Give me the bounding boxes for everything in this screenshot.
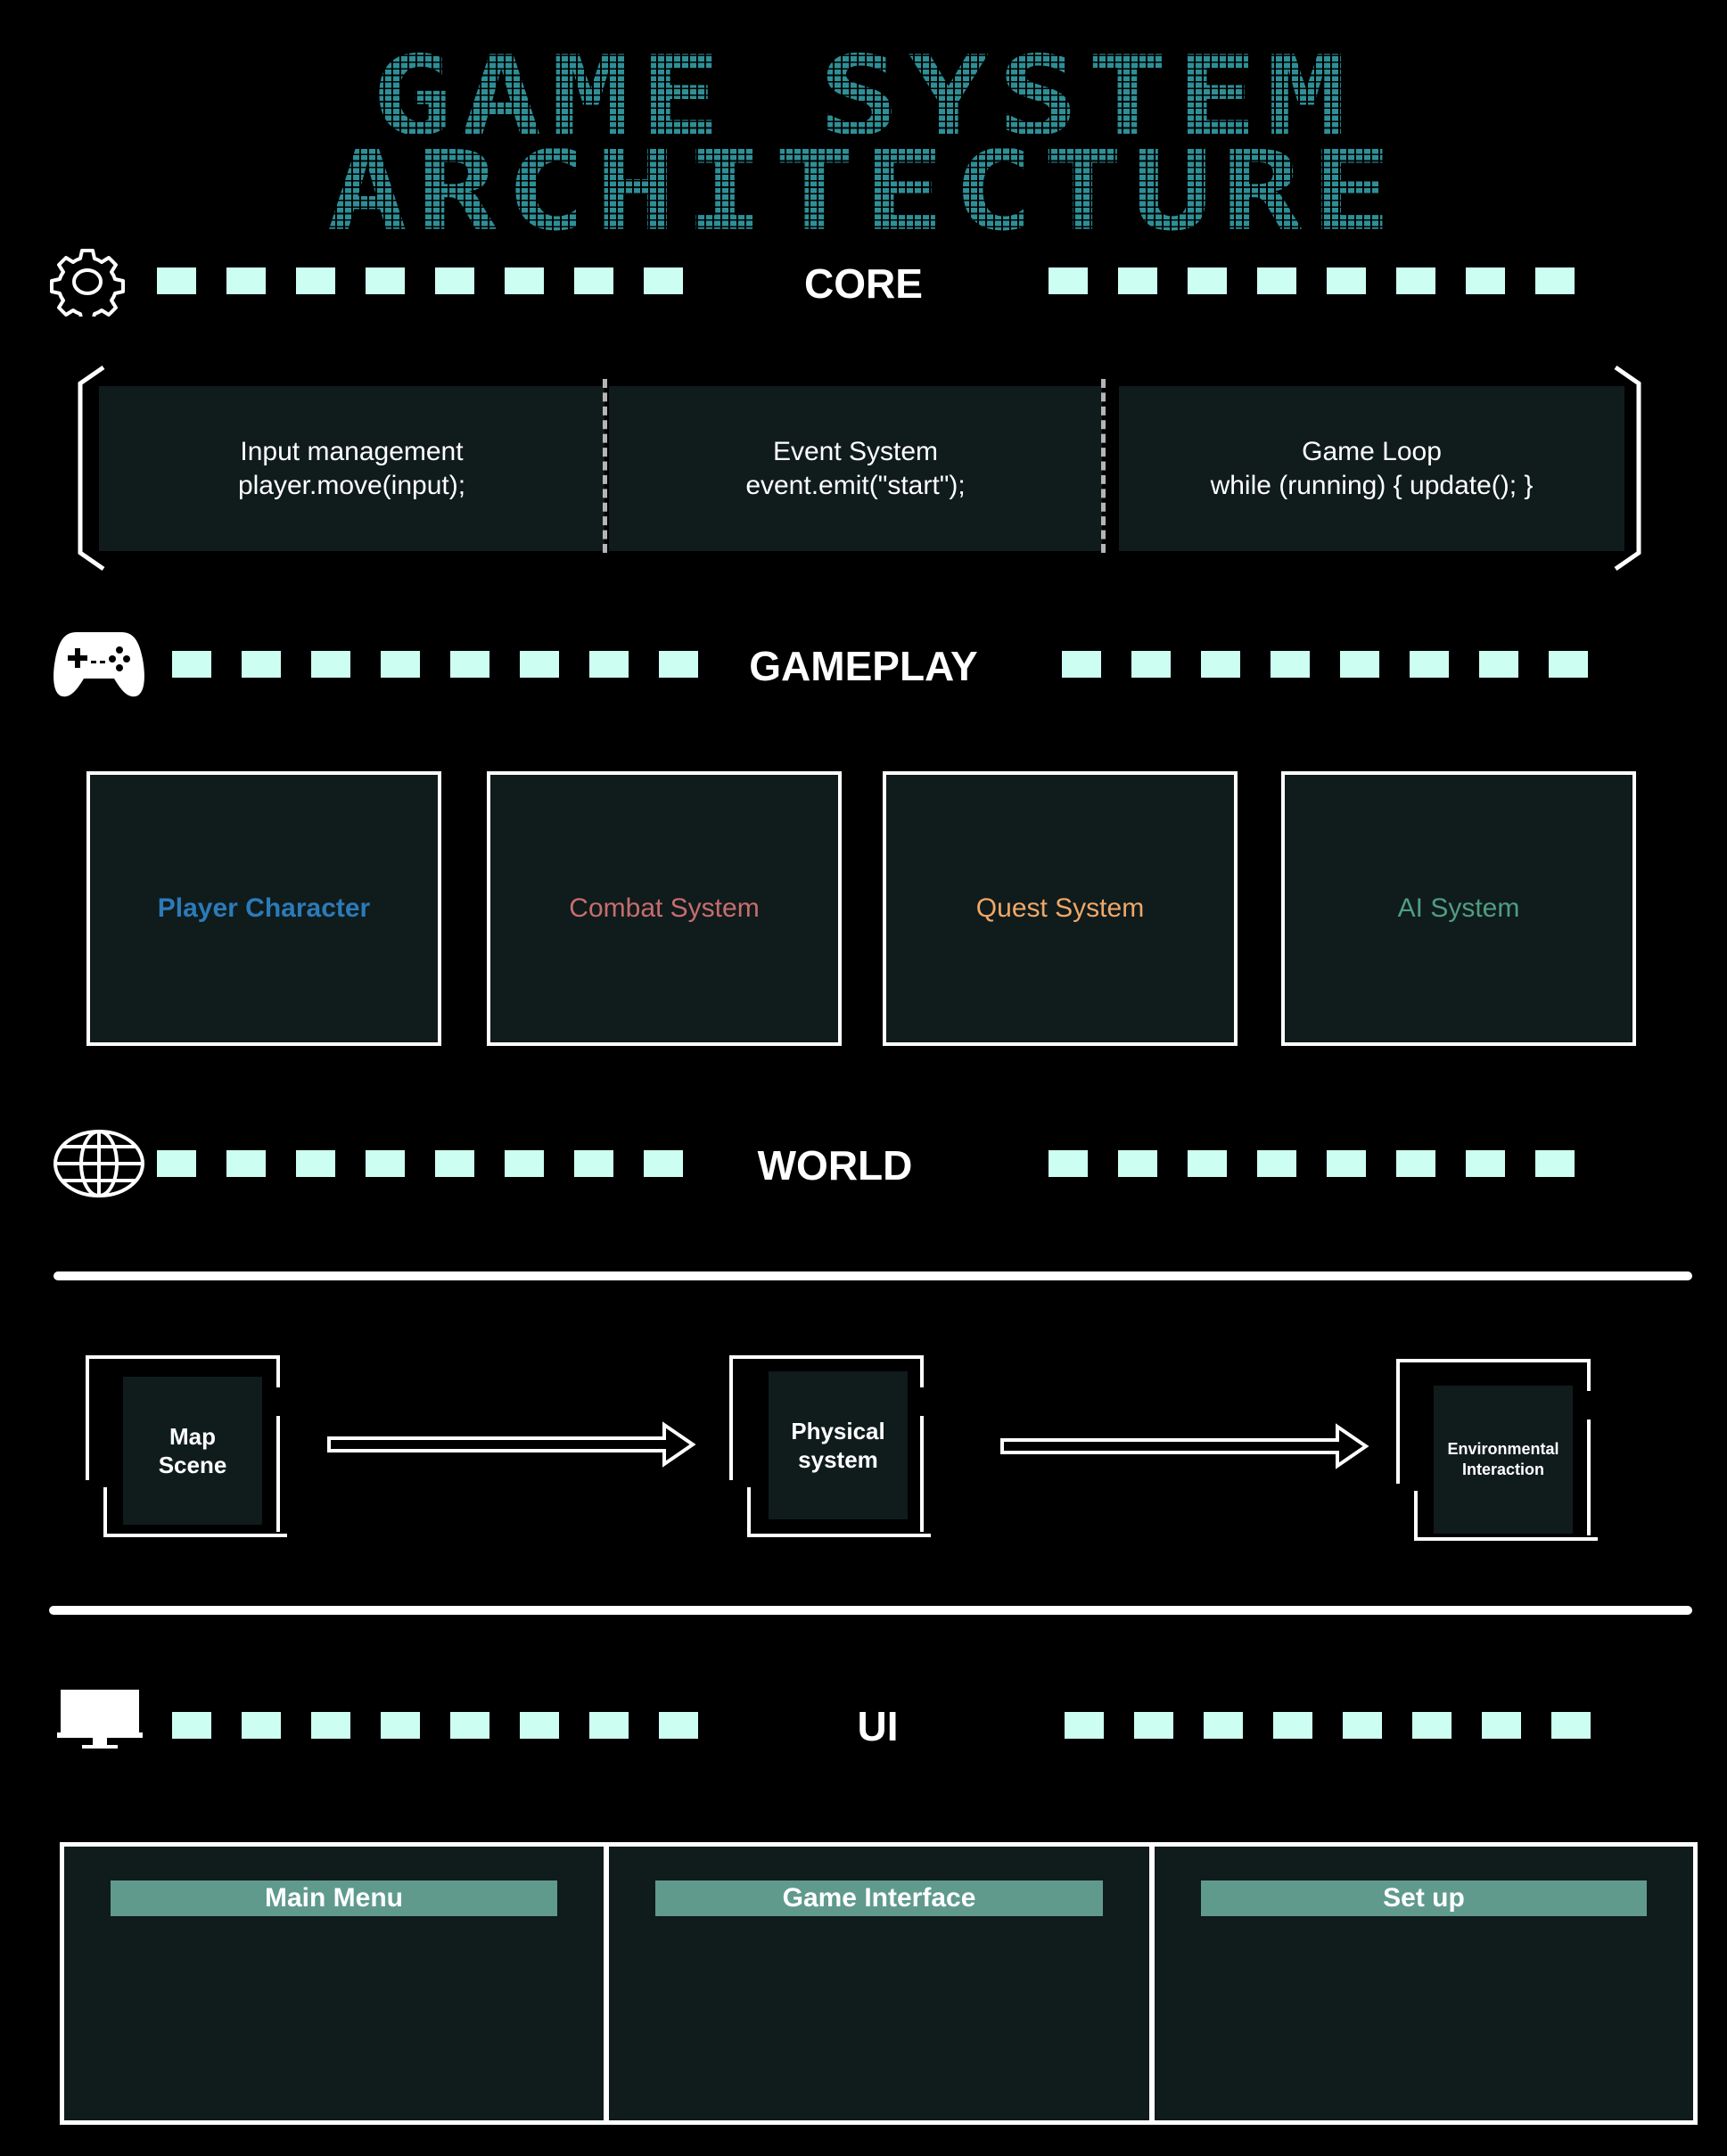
ui-panel-game-interface: Game Interface [604,1842,1154,2125]
core-cell-code: event.emit("start"); [745,470,966,500]
dash-row-left [157,1150,683,1177]
dash-row-right [1062,651,1588,678]
dash-row-right [1049,1150,1575,1177]
gameplay-box-player: Player Character [86,771,441,1046]
core-cell-title: Input management [240,436,464,466]
globe-icon [53,1130,144,1197]
gameplay-box-label: Player Character [157,893,371,923]
section-header-core: CORE [0,245,1727,317]
node-label-line1: Map [169,1423,216,1450]
core-cell-title: Event System [772,436,939,466]
section-title-ui: UI [857,1703,899,1749]
dash-row-left [172,1712,698,1739]
node-label-line1: Physical [791,1418,885,1444]
ui-panel-main-menu: Main Menu [60,1842,608,2125]
dash-row-left [157,267,683,294]
section-header-world: WORLD [0,1128,1727,1199]
core-cell-event: Event System event.emit("start"); [609,386,1102,551]
gameplay-box-label: Combat System [569,893,760,923]
bracket-right [1614,365,1641,572]
dash-row-right [1065,1712,1591,1739]
page-title: GAME SYSTEM ARCHITECTURE [326,32,1401,256]
ui-panel-label: Main Menu [111,1880,557,1916]
ui-panel-setup: Set up [1150,1842,1698,2125]
gameplay-box-ai: AI System [1281,771,1636,1046]
node-frame-physics [729,1355,931,1537]
divider [1101,379,1106,553]
world-node-physics: Physical system [769,1371,908,1519]
bracket-left [78,365,105,572]
section-header-ui: UI [0,1688,1727,1759]
flow-arrow [1000,1423,1369,1469]
section-title-core: CORE [804,260,923,307]
world-node-environment: Environmental Interaction [1434,1386,1573,1534]
core-cell-code: player.move(input); [237,470,466,500]
dash-row-right [1049,267,1575,294]
gear-icon [50,249,125,317]
divider-top [53,1271,1692,1280]
section-title-gameplay: GAMEPLAY [749,643,978,689]
node-label-line2: Interaction [1461,1461,1544,1478]
gameplay-box-combat: Combat System [487,771,842,1046]
node-label-line2: Scene [158,1452,227,1478]
divider [603,379,607,553]
dash-row-left [172,651,698,678]
node-frame-environment [1396,1359,1598,1541]
core-cell-loop: Game Loop while (running) { update(); } [1119,386,1624,551]
flow-arrow [327,1421,696,1468]
core-cell-title: Game Loop [1302,436,1442,466]
gameplay-box-label: AI System [1397,893,1520,923]
gameplay-box-quest: Quest System [883,771,1238,1046]
monitor-icon [57,1690,143,1749]
section-title-world: WORLD [757,1142,913,1189]
core-cell-code: while (running) { update(); } [1210,470,1534,500]
ui-panel-label: Game Interface [655,1880,1103,1916]
ui-panel-label: Set up [1201,1880,1647,1916]
divider-bottom [49,1606,1692,1615]
gamepad-icon [53,632,144,697]
section-header-gameplay: GAMEPLAY [0,629,1727,700]
node-frame-map [86,1355,287,1537]
node-label-line1: Environmental [1447,1440,1559,1458]
gameplay-box-label: Quest System [975,893,1145,923]
node-label-line2: system [798,1446,878,1473]
core-cell-input: Input management player.move(input); [99,386,604,551]
world-node-map: Map Scene [123,1377,262,1525]
